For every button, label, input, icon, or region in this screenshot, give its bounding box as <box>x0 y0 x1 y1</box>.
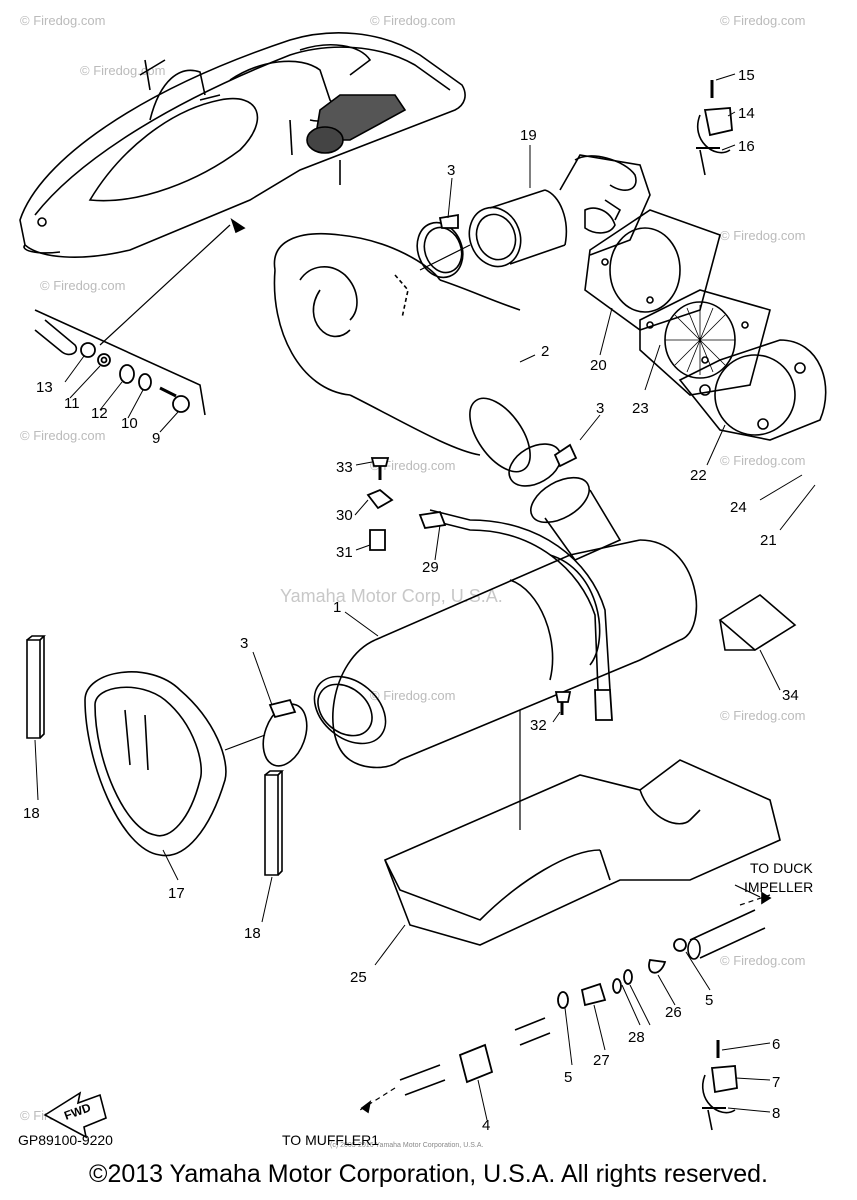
callout-34: 34 <box>782 687 799 704</box>
callout-14: 14 <box>738 105 755 122</box>
fwd-arrow: FWD <box>43 1091 107 1139</box>
callout-3: 3 <box>240 635 248 652</box>
part-3-clamp-middle <box>508 443 578 487</box>
part-2-exhaust-pipe <box>273 232 531 473</box>
watermark: © Firedog.com <box>20 13 105 28</box>
part-29-strap <box>418 509 613 721</box>
parts-14-15-16-hose-clip <box>696 80 733 176</box>
callout-2: 2 <box>541 343 549 360</box>
callout-4: 4 <box>482 1117 490 1134</box>
parts-30-31-33-bracket <box>366 457 572 715</box>
callout-21: 21 <box>760 532 777 549</box>
callout-12: 12 <box>91 405 108 422</box>
part-1-muffler <box>313 476 698 830</box>
callout-18: 18 <box>244 925 261 942</box>
watermark: © Firedog.com <box>720 13 805 28</box>
callout-labels: 15 14 16 19 3 13 11 12 10 9 2 20 23 3 22… <box>23 67 799 1134</box>
leader-lines <box>34 73 816 1121</box>
watermarks: © Firedog.com © Firedog.com © Firedog.co… <box>20 13 805 1149</box>
callout-7: 7 <box>772 1074 780 1091</box>
parts-6-7-8-hose-clip <box>702 1040 738 1131</box>
callout-5: 5 <box>564 1069 572 1086</box>
watermark: © Firedog.com <box>370 688 455 703</box>
callout-20: 20 <box>590 357 607 374</box>
part-code: GP89100-9220 <box>18 1132 113 1148</box>
callout-1: 1 <box>333 599 341 616</box>
copyright-notice: ©2013 Yamaha Motor Corporation, U.S.A. A… <box>89 1160 768 1188</box>
watermark: © Firedog.com <box>80 63 165 78</box>
callout-5: 5 <box>705 992 713 1009</box>
watermark: © Firedog.com <box>720 708 805 723</box>
callout-9: 9 <box>152 430 160 447</box>
watermark: © Firedog.com <box>370 13 455 28</box>
watermark-center: Yamaha Motor Corp, U.S.A. <box>280 586 503 606</box>
callout-3: 3 <box>596 400 604 417</box>
hull-fitting-inset <box>34 309 206 416</box>
part-34-bracket <box>718 594 797 651</box>
callout-19: 19 <box>520 127 537 144</box>
part-19-joint-pipe <box>468 154 651 268</box>
callout-22: 22 <box>690 467 707 484</box>
callout-18: 18 <box>23 805 40 822</box>
part-18-foam-strips <box>26 635 284 876</box>
callout-10: 10 <box>121 415 138 432</box>
parts-4-5-26-27-28-hoses <box>359 884 772 1114</box>
callout-26: 26 <box>665 1004 682 1021</box>
callout-17: 17 <box>168 885 185 902</box>
callout-30: 30 <box>336 507 353 524</box>
callout-27: 27 <box>593 1052 610 1069</box>
callout-13: 13 <box>36 379 53 396</box>
callout-6: 6 <box>772 1036 780 1053</box>
part-25-muffler-mount <box>383 759 781 946</box>
callout-3: 3 <box>447 162 455 179</box>
watermark: © Firedog.com <box>370 458 455 473</box>
callout-33: 33 <box>336 459 353 476</box>
callout-11: 11 <box>64 395 80 412</box>
notes: TO DUCK IMPELLER TO MUFFLER1 GP89100-922… <box>18 860 813 1148</box>
watercraft-illustration <box>19 32 466 346</box>
watermark-tiny: (c) 2005-2016 Yamaha Motor Corporation, … <box>330 1142 483 1149</box>
to-duck-label: TO DUCK <box>750 860 813 876</box>
watermark: © Firedog.com <box>20 428 105 443</box>
impeller-label: IMPELLER <box>744 879 813 895</box>
callout-24: 24 <box>730 499 747 516</box>
watermark: © Firedog.com <box>720 228 805 243</box>
callout-8: 8 <box>772 1105 780 1122</box>
watermark: © Firedog.com <box>40 278 125 293</box>
callout-16: 16 <box>738 138 755 155</box>
watermark: © Firedog.com <box>720 453 805 468</box>
callout-15: 15 <box>738 67 755 84</box>
exhaust-parts-diagram: © Firedog.com © Firedog.com © Firedog.co… <box>18 13 827 1149</box>
part-22-flange <box>678 339 827 441</box>
callout-32: 32 <box>530 717 547 734</box>
part-23-gasket <box>639 289 771 396</box>
watermark: © Firedog.com <box>720 953 805 968</box>
part-3-clamp-lower <box>262 698 308 767</box>
callout-23: 23 <box>632 400 649 417</box>
callout-25: 25 <box>350 969 367 986</box>
callout-31: 31 <box>336 544 353 561</box>
callout-29: 29 <box>422 559 439 576</box>
part-17-duct <box>84 671 266 857</box>
part-3-clamp-upper <box>416 213 464 279</box>
callout-28: 28 <box>628 1029 645 1046</box>
to-muffler-label: TO MUFFLER1 <box>282 1132 379 1148</box>
